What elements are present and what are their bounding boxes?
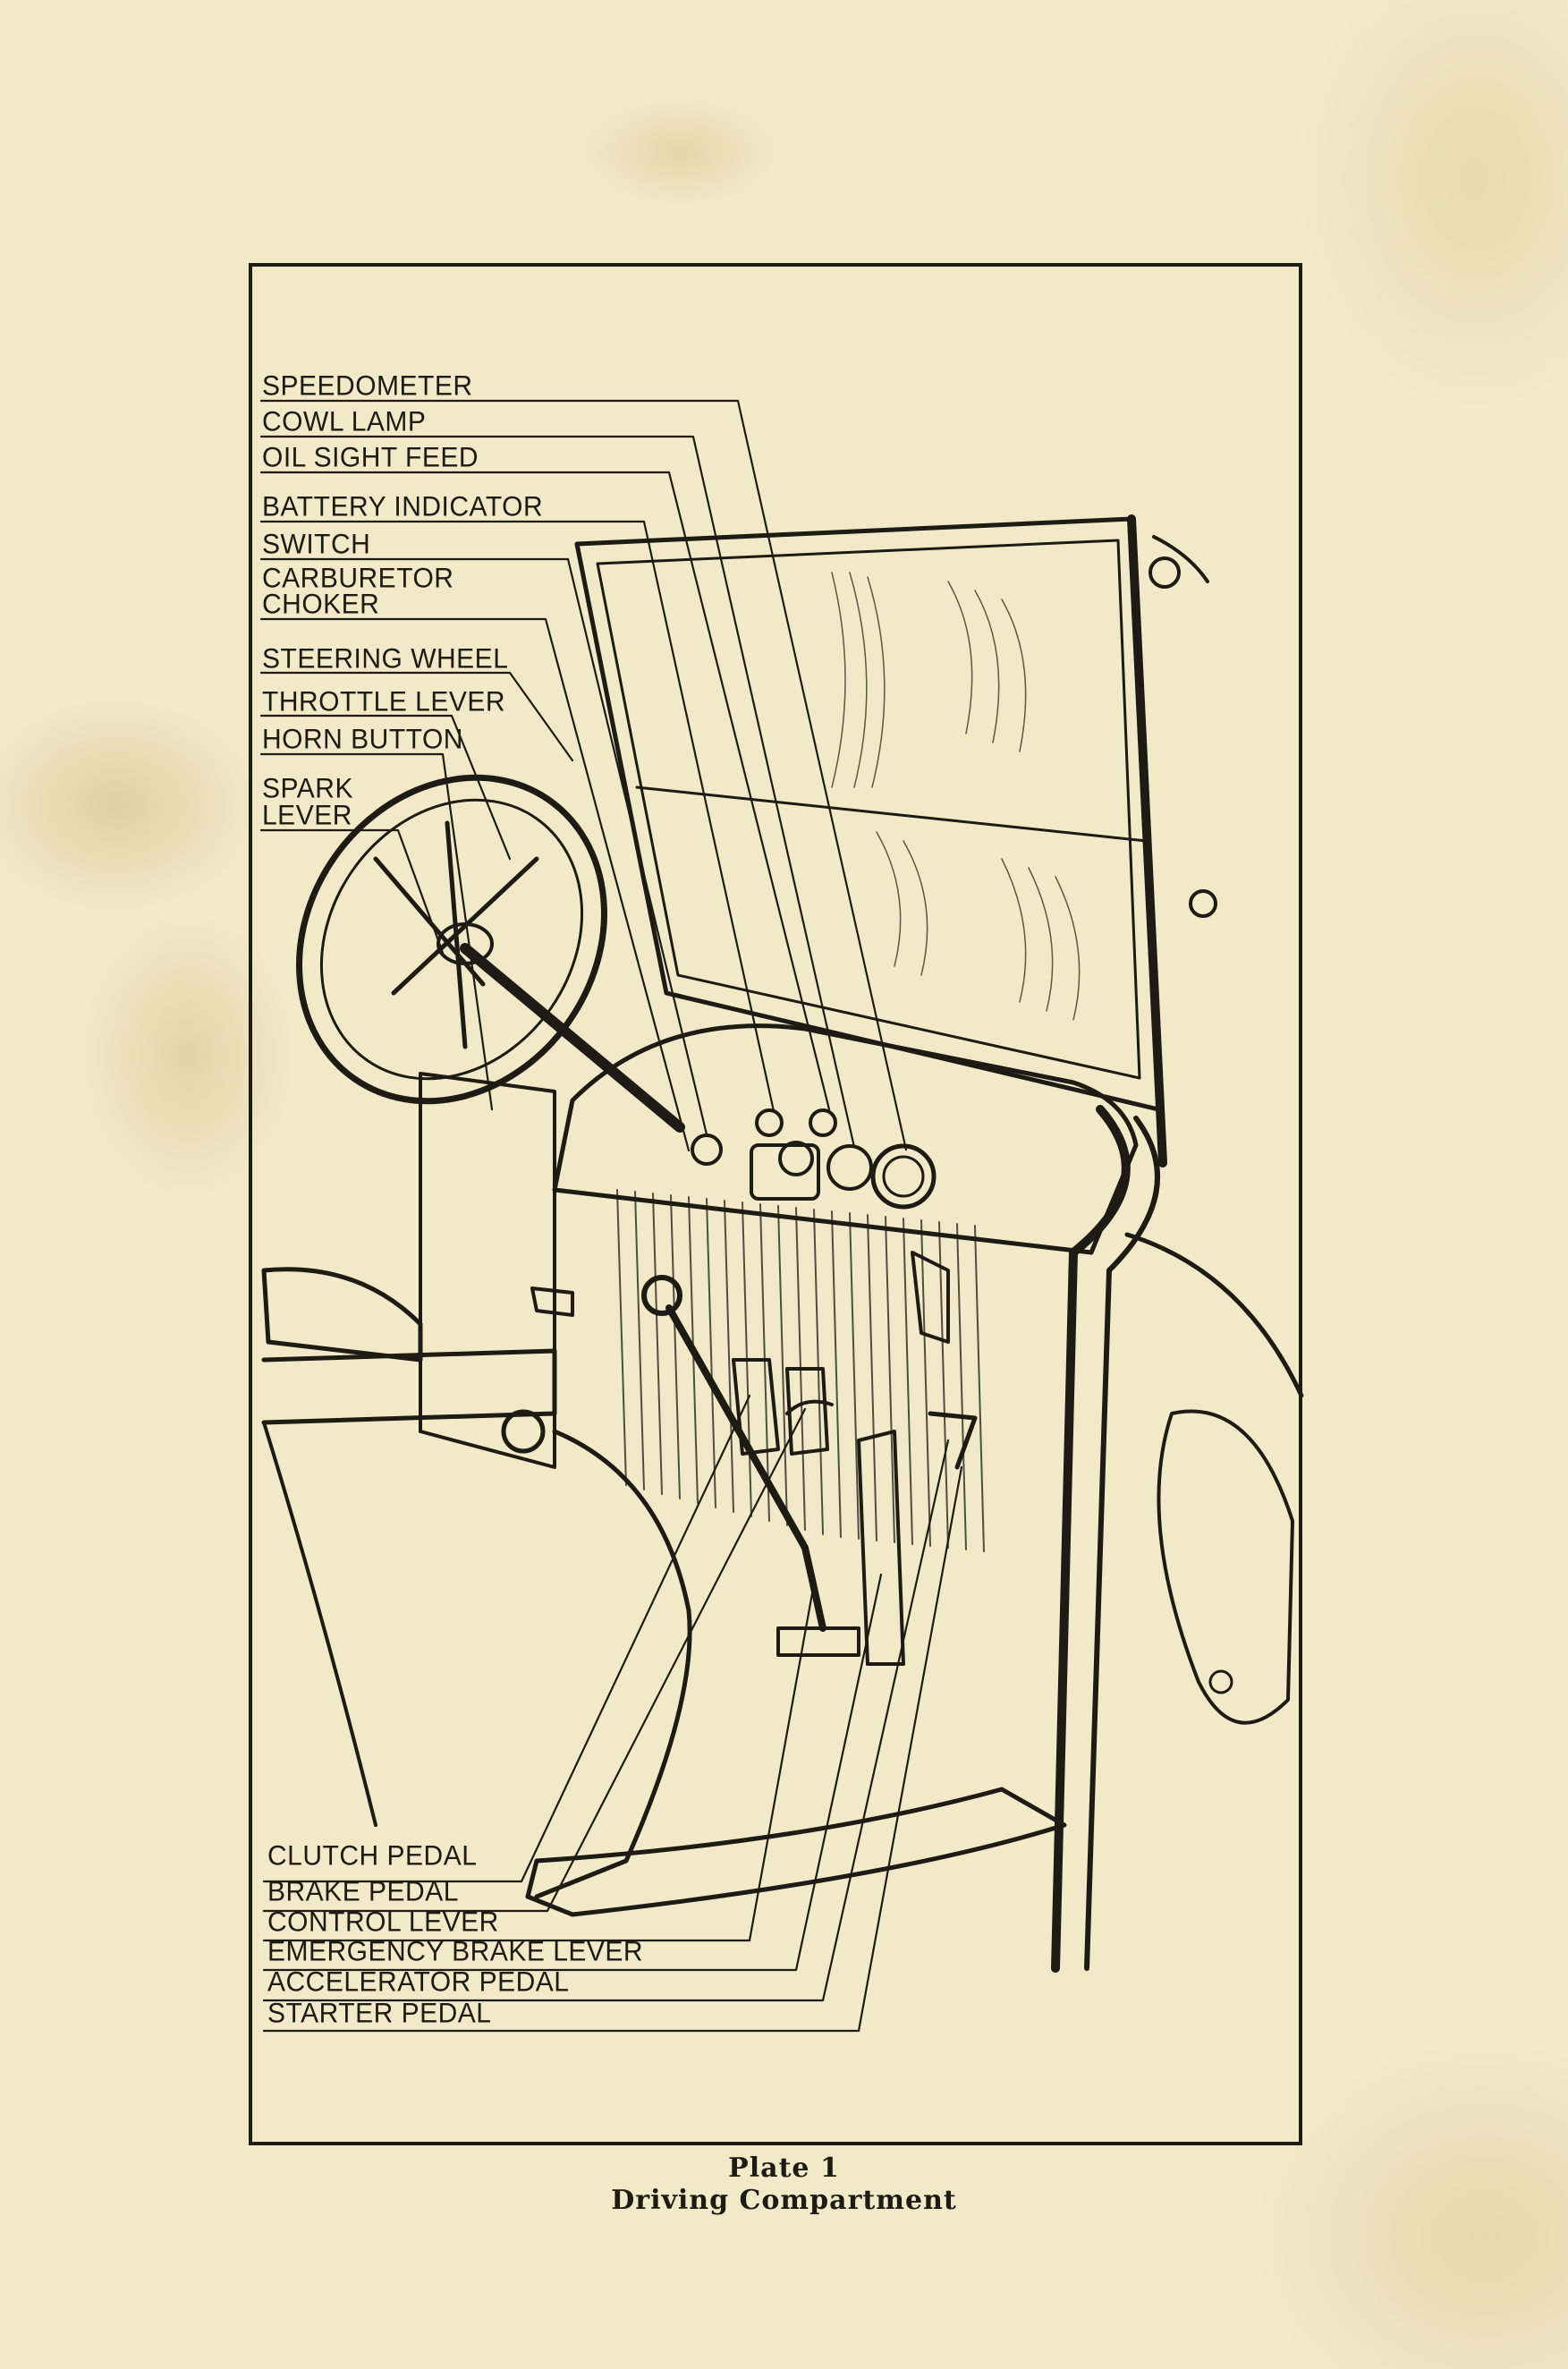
label-steering-wheel: STEERING WHEEL bbox=[262, 645, 508, 674]
label-switch: SWITCH bbox=[262, 531, 370, 559]
pedals-drawing bbox=[504, 1252, 975, 1664]
label-accelerator-pedal: ACCELERATOR PEDAL bbox=[267, 1968, 570, 1997]
plate-title: Driving Compartment bbox=[0, 2185, 1568, 2216]
windshield-drawing bbox=[577, 519, 1216, 1163]
label-oil-sight-feed: OIL SIGHT FEED bbox=[262, 444, 479, 472]
label-clutch-pedal: CLUTCH PEDAL bbox=[267, 1842, 477, 1871]
label-lever: LEVER bbox=[262, 802, 352, 830]
glass-shading bbox=[832, 573, 1080, 1020]
label-spark: SPARK bbox=[262, 775, 353, 803]
dashboard-drawing bbox=[555, 1026, 1157, 1968]
label-horn-button: HORN BUTTON bbox=[262, 726, 463, 754]
label-brake-pedal: BRAKE PEDAL bbox=[267, 1878, 459, 1906]
label-starter-pedal: STARTER PEDAL bbox=[267, 2000, 491, 2028]
label-choker: CHOKER bbox=[262, 590, 379, 619]
plate-number: Plate 1 bbox=[0, 2152, 1568, 2184]
label-speedometer: SPEEDOMETER bbox=[262, 372, 473, 401]
label-control-lever: CONTROL LEVER bbox=[267, 1908, 499, 1937]
label-throttle-lever: THROTTLE LEVER bbox=[262, 688, 505, 717]
label-battery-indicator: BATTERY INDICATOR bbox=[262, 493, 543, 522]
label-cowl-lamp: COWL LAMP bbox=[262, 408, 426, 437]
label-emergency-brake-lever: EMERGENCY BRAKE LEVER bbox=[267, 1938, 643, 1966]
